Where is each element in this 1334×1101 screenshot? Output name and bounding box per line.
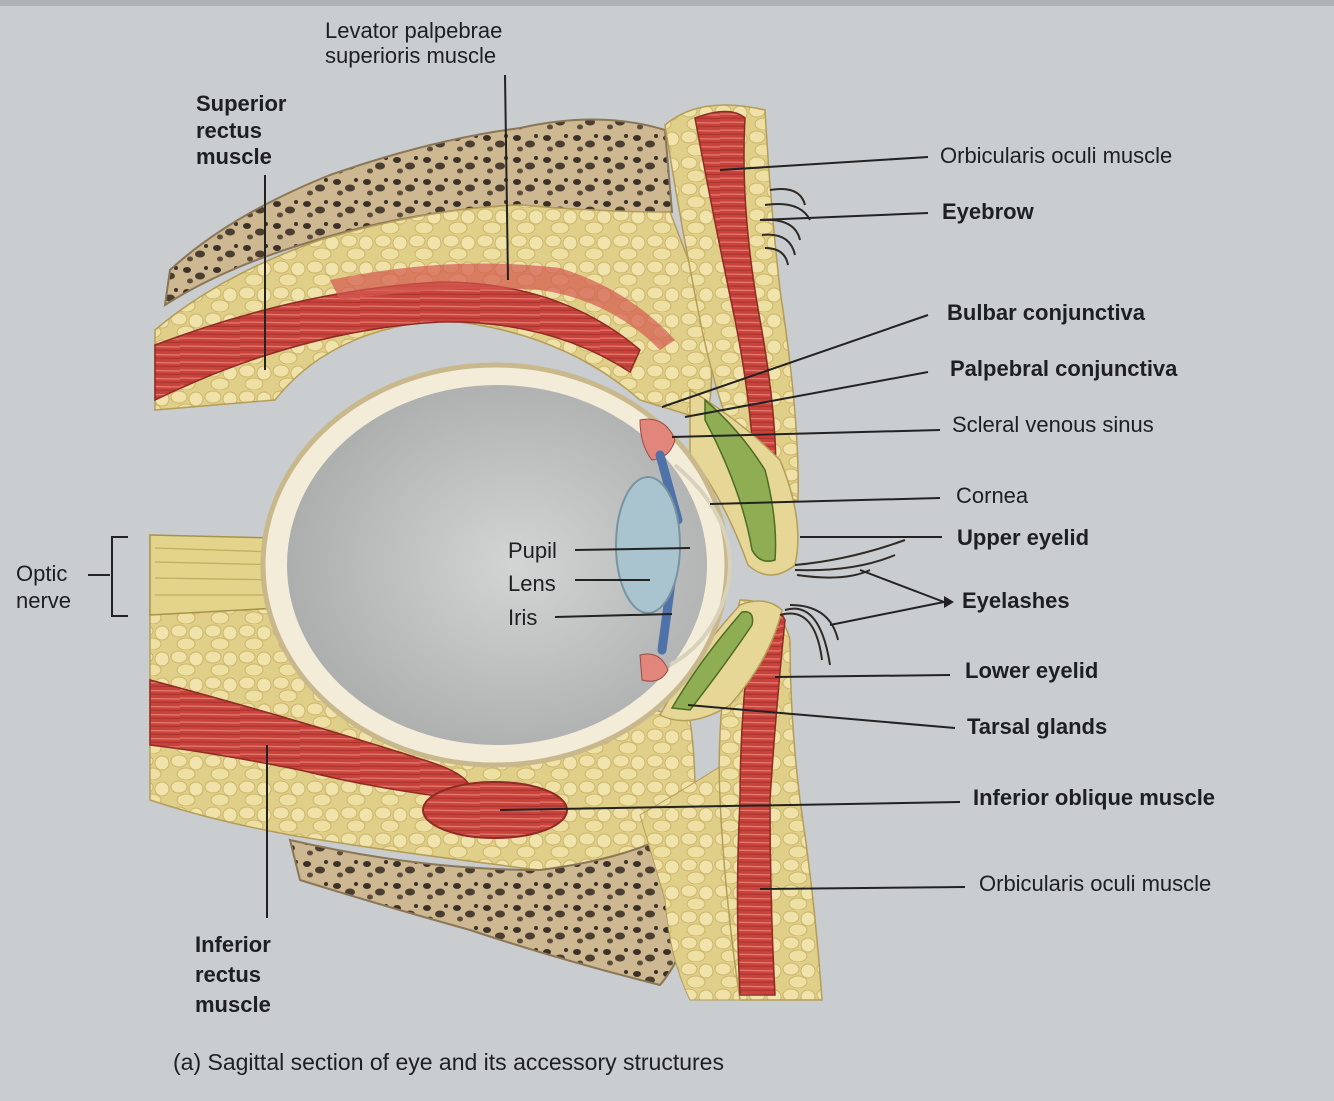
inferior-rectus-label-line1: Inferior bbox=[195, 932, 271, 957]
lens-label: Lens bbox=[508, 571, 556, 596]
levator-label-line2: superioris muscle bbox=[325, 43, 496, 68]
pupil-label: Pupil bbox=[508, 538, 557, 563]
superior-rectus-label-line3: muscle bbox=[196, 144, 272, 169]
optic-nerve-label-line1: Optic bbox=[16, 561, 67, 586]
lens-shape bbox=[615, 476, 681, 614]
optic-nerve-label-line2: nerve bbox=[16, 588, 71, 613]
inferior-oblique-muscle bbox=[422, 781, 568, 839]
inferior-oblique-label: Inferior oblique muscle bbox=[973, 785, 1215, 810]
iris-label: Iris bbox=[508, 605, 537, 630]
eyelashes-arrow bbox=[944, 596, 954, 608]
scleral-venous-sinus-label: Scleral venous sinus bbox=[952, 412, 1154, 437]
levator-label-line1: Levator palpebrae bbox=[325, 18, 502, 43]
palpebral-conjunctiva-label: Palpebral conjunctiva bbox=[950, 356, 1178, 381]
superior-rectus-label-line2: rectus bbox=[196, 118, 262, 143]
lower-tarsal-gland bbox=[670, 611, 754, 711]
leader-lines bbox=[88, 74, 966, 918]
inferior-rectus-label-line3: muscle bbox=[195, 992, 271, 1017]
cornea-label: Cornea bbox=[956, 483, 1029, 508]
orbicularis-oculi-lower bbox=[736, 603, 786, 996]
orbicularis-upper-label: Orbicularis oculi muscle bbox=[940, 143, 1172, 168]
eyebrow-label: Eyebrow bbox=[942, 199, 1035, 224]
inferior-rectus-label-line2: rectus bbox=[195, 962, 261, 987]
tarsal-glands-label: Tarsal glands bbox=[967, 714, 1107, 739]
lower-eyelid-label: Lower eyelid bbox=[965, 658, 1098, 683]
upper-eyelid-label: Upper eyelid bbox=[957, 525, 1089, 550]
orbicularis-lower-label: Orbicularis oculi muscle bbox=[979, 871, 1211, 896]
figure-caption: (a) Sagittal section of eye and its acce… bbox=[173, 1049, 724, 1075]
superior-rectus-label-line1: Superior bbox=[196, 91, 287, 116]
ciliary-body-lower bbox=[639, 653, 669, 682]
eyelashes-label: Eyelashes bbox=[962, 588, 1070, 613]
upper-tarsal-gland bbox=[704, 398, 777, 562]
labels-group: Levator palpebrae superioris muscle Supe… bbox=[16, 18, 1215, 1075]
ciliary-body-upper bbox=[639, 418, 676, 461]
bulbar-conjunctiva-label: Bulbar conjunctiva bbox=[947, 300, 1146, 325]
cornea-bulge bbox=[669, 463, 732, 667]
upper-orbit-bone bbox=[163, 118, 674, 308]
eyeball-interior bbox=[287, 385, 707, 745]
levator-palpebrae-muscle bbox=[330, 263, 675, 350]
